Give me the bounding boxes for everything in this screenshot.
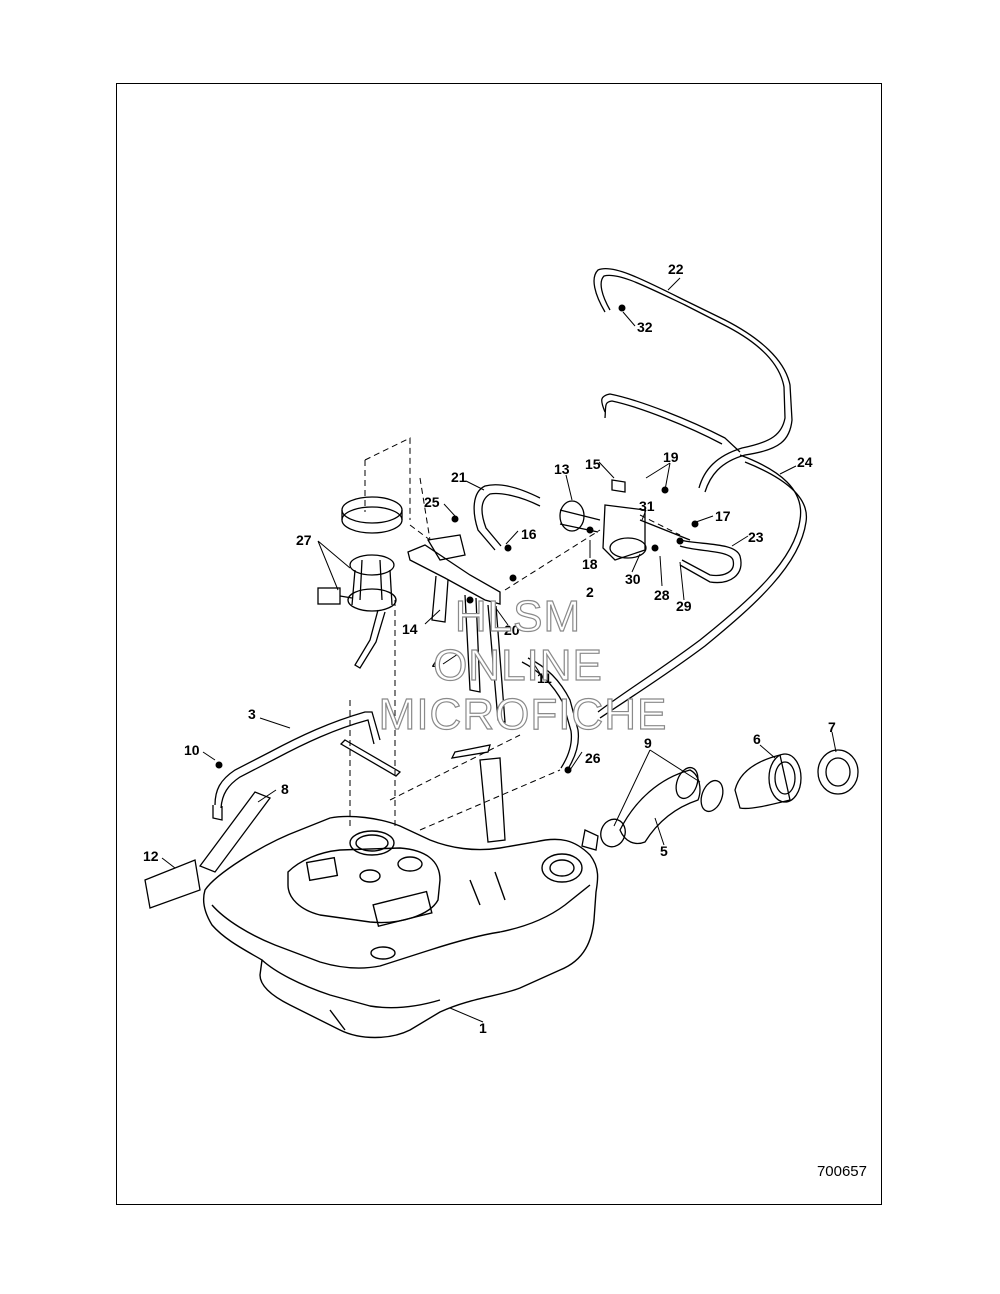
hoses bbox=[473, 268, 807, 719]
filler-parts bbox=[581, 749, 859, 851]
fuel-pump-assembly bbox=[317, 496, 403, 669]
callout-14: 14 bbox=[402, 621, 418, 637]
callout-32: 32 bbox=[637, 319, 653, 335]
watermark-line-3: MICROFICHE bbox=[379, 690, 668, 739]
callout-30: 30 bbox=[625, 571, 641, 587]
callout-15: 15 bbox=[585, 456, 601, 472]
callout-10: 10 bbox=[184, 742, 200, 758]
callout-25: 25 bbox=[424, 494, 440, 510]
callout-2: 2 bbox=[586, 584, 594, 600]
callout-19: 19 bbox=[663, 449, 679, 465]
dashed-lines bbox=[349, 437, 681, 831]
callouts: 1 2 3 4 5 6 7 8 9 10 11 12 13 14 15 16 1… bbox=[143, 261, 836, 1036]
reference-number: 700657 bbox=[817, 1163, 867, 1180]
callout-23: 23 bbox=[748, 529, 764, 545]
callout-28: 28 bbox=[654, 587, 670, 603]
pads bbox=[144, 739, 506, 909]
callout-21: 21 bbox=[451, 469, 467, 485]
callout-31: 31 bbox=[639, 498, 655, 514]
callout-22: 22 bbox=[668, 261, 684, 277]
callout-20: 20 bbox=[504, 622, 520, 638]
canister-valves bbox=[559, 479, 691, 561]
callout-24: 24 bbox=[797, 454, 813, 470]
callout-3: 3 bbox=[248, 706, 256, 722]
callout-9: 9 bbox=[644, 735, 652, 751]
callout-12: 12 bbox=[143, 848, 159, 864]
callout-6: 6 bbox=[753, 731, 761, 747]
watermark-line-1: HLSM bbox=[455, 592, 581, 641]
callout-13: 13 bbox=[554, 461, 570, 477]
bracket-14 bbox=[407, 534, 506, 723]
strap-11 bbox=[521, 657, 580, 773]
callout-17: 17 bbox=[715, 508, 731, 524]
callout-18: 18 bbox=[582, 556, 598, 572]
callout-29: 29 bbox=[676, 598, 692, 614]
leader-lines bbox=[161, 277, 837, 1023]
watermark-line-2: ONLINE bbox=[433, 641, 603, 690]
callout-1: 1 bbox=[479, 1020, 487, 1036]
drawing-frame bbox=[116, 83, 882, 1205]
callout-27: 27 bbox=[296, 532, 312, 548]
fuel-tank bbox=[203, 815, 599, 1039]
watermark: HLSM ONLINE MICROFICHE bbox=[378, 591, 668, 739]
callout-16: 16 bbox=[521, 526, 537, 542]
callout-11: 11 bbox=[537, 670, 552, 686]
callout-8: 8 bbox=[281, 781, 289, 797]
callout-5: 5 bbox=[660, 843, 668, 859]
fasteners bbox=[215, 304, 699, 774]
strap-3 bbox=[212, 711, 381, 821]
callout-26: 26 bbox=[585, 750, 601, 766]
callout-7: 7 bbox=[828, 719, 836, 735]
callout-4: 4 bbox=[432, 656, 440, 672]
